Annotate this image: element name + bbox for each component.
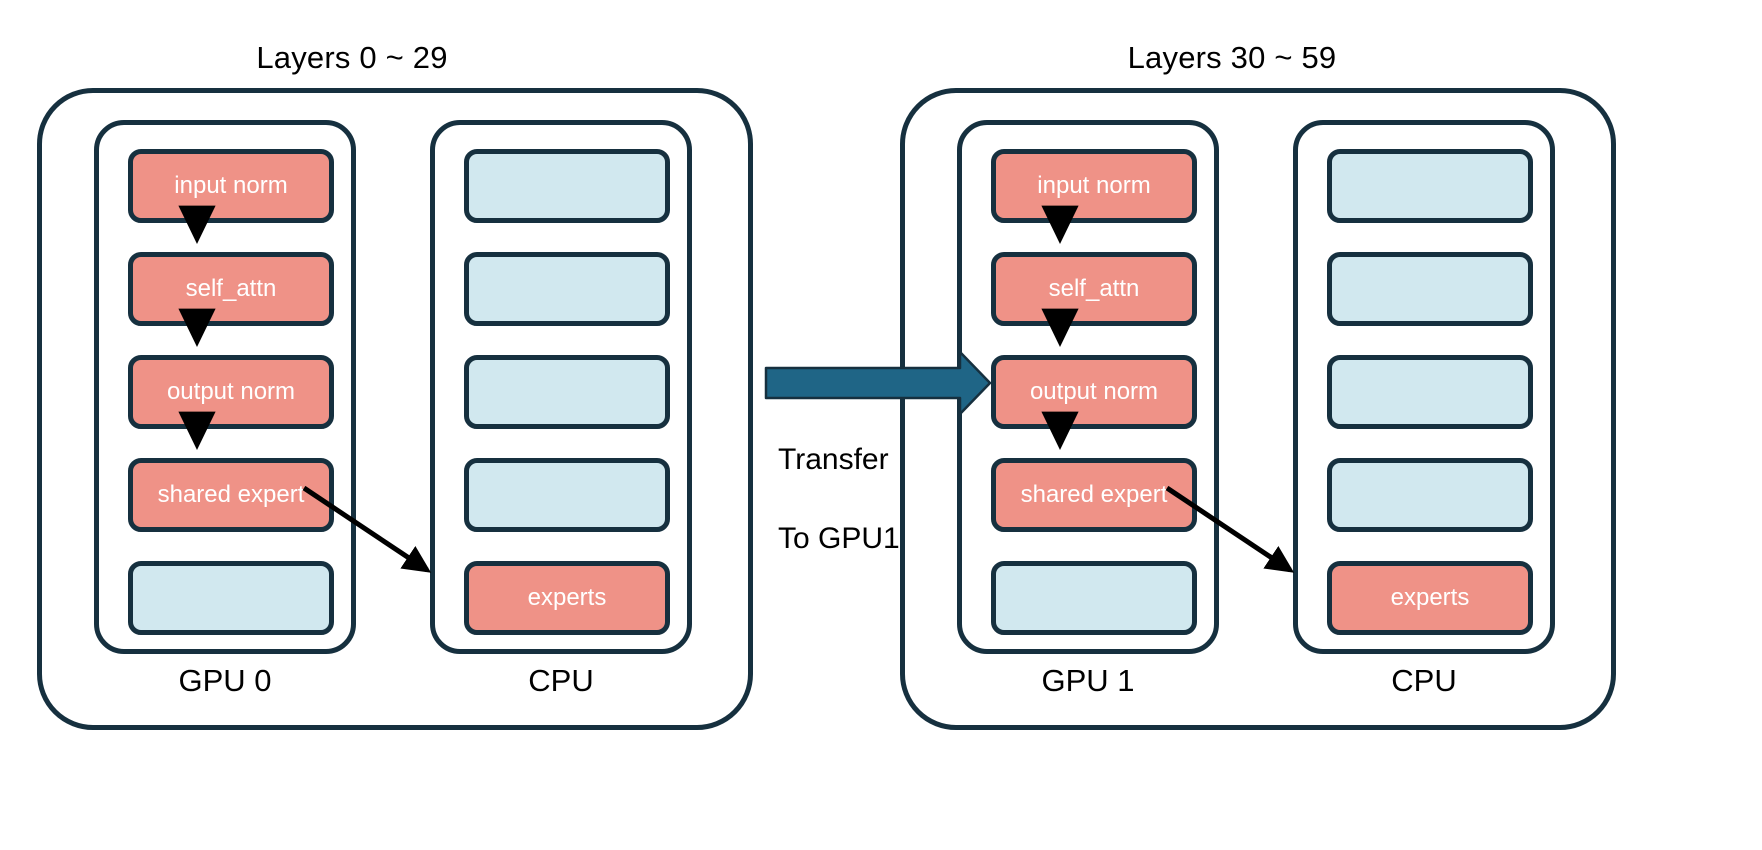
block-cpu-placeholder-3[interactable] <box>1327 355 1533 429</box>
block-cpu-placeholder-1[interactable] <box>464 149 670 223</box>
block-gpu-placeholder[interactable] <box>128 561 334 635</box>
block-cpu-placeholder-1[interactable] <box>1327 149 1533 223</box>
column-cpu-left: experts <box>430 120 692 654</box>
column-label-gpu-0: GPU 0 <box>178 663 272 698</box>
transfer-caption-line-1: Transfer <box>778 442 889 476</box>
column-cpu-right: experts <box>1293 120 1555 654</box>
group-title-right: Layers 30 ~ 59 <box>1127 40 1337 75</box>
block-input-norm[interactable]: input norm <box>128 149 334 223</box>
column-gpu-1: input norm self_attn output norm shared … <box>957 120 1219 654</box>
block-experts[interactable]: experts <box>464 561 670 635</box>
block-self-attn[interactable]: self_attn <box>128 252 334 326</box>
device-group-right: input norm self_attn output norm shared … <box>900 88 1616 730</box>
block-cpu-placeholder-2[interactable] <box>1327 252 1533 326</box>
device-group-left: input norm self_attn output norm shared … <box>37 88 753 730</box>
block-output-norm[interactable]: output norm <box>128 355 334 429</box>
transfer-caption: Transfer To GPU1 <box>778 400 928 598</box>
column-gpu-0: input norm self_attn output norm shared … <box>94 120 356 654</box>
block-input-norm[interactable]: input norm <box>991 149 1197 223</box>
group-title-left: Layers 0 ~ 29 <box>256 40 448 75</box>
block-self-attn[interactable]: self_attn <box>991 252 1197 326</box>
block-experts[interactable]: experts <box>1327 561 1533 635</box>
block-cpu-placeholder-2[interactable] <box>464 252 670 326</box>
block-cpu-placeholder-4[interactable] <box>1327 458 1533 532</box>
block-cpu-placeholder-4[interactable] <box>464 458 670 532</box>
block-cpu-placeholder-3[interactable] <box>464 355 670 429</box>
block-shared-expert[interactable]: shared expert <box>128 458 334 532</box>
column-label-cpu-left: CPU <box>528 663 594 698</box>
column-label-gpu-1: GPU 1 <box>1041 663 1135 698</box>
column-label-cpu-right: CPU <box>1391 663 1457 698</box>
block-gpu-placeholder[interactable] <box>991 561 1197 635</box>
block-output-norm[interactable]: output norm <box>991 355 1197 429</box>
transfer-caption-line-2: To GPU1 <box>778 521 900 555</box>
block-shared-expert[interactable]: shared expert <box>991 458 1197 532</box>
